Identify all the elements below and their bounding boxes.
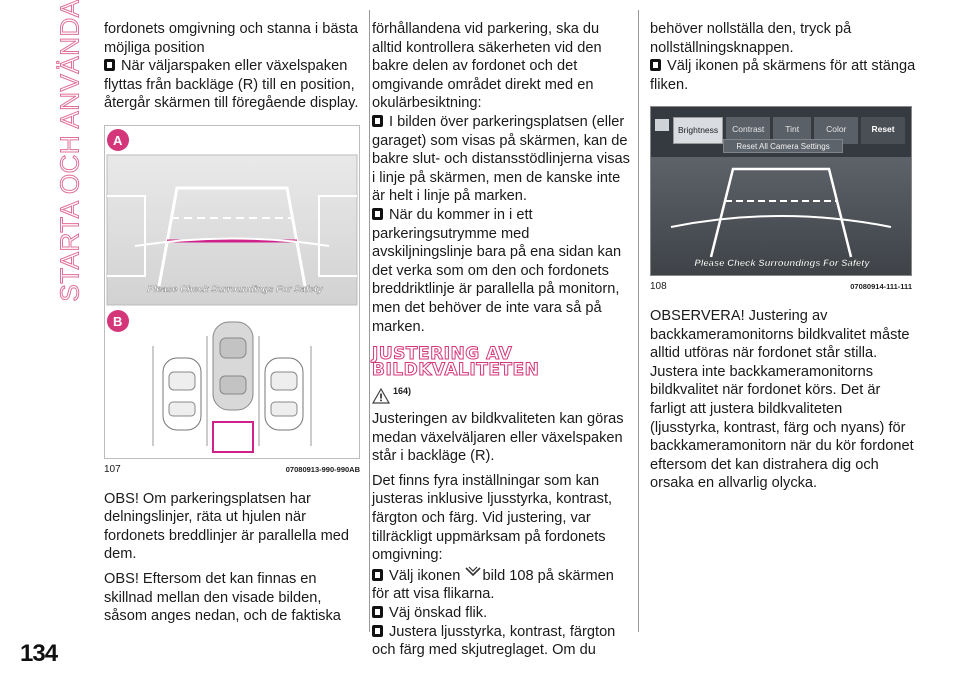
figure-number: 108 <box>650 281 667 293</box>
camera-settings-icon <box>465 566 482 576</box>
figure-label-a: A <box>113 132 123 148</box>
bullet-icon <box>372 624 386 637</box>
tab-reset[interactable]: Reset <box>861 117 905 144</box>
bullet-icon <box>372 207 386 220</box>
paragraph: OBS! Eftersom det kan finnas en skillnad… <box>104 570 341 625</box>
warning-reference: 164) <box>372 382 630 404</box>
warning-paragraph: OBSERVERA! Justering av backkameramonito… <box>650 307 914 492</box>
column-divider <box>369 10 370 632</box>
column-1: fordonets omgivning och stanna i bästa m… <box>104 20 360 626</box>
bullet-item: Väj önskad flik. <box>372 604 630 623</box>
bullet-icon <box>372 568 386 581</box>
tab-brightness[interactable]: Brightness <box>673 117 724 144</box>
paragraph: behöver nollställa den, tryck på nollstä… <box>650 21 852 56</box>
paragraph: Justeringen av bildkvaliteten kan göras … <box>372 411 624 465</box>
paragraph: fordonets omgivning och stanna i bästa m… <box>104 21 358 56</box>
paragraph: förhållandena vid parkering, ska du allt… <box>372 21 602 112</box>
paragraph: OBS! Om parkeringsplatsen har delningsli… <box>104 490 349 563</box>
bullet-item: I bilden över parkeringsplatsen (eller g… <box>372 113 630 205</box>
column-divider <box>638 10 639 632</box>
safety-overlay-text: Please Check Surroundings For Safety <box>694 258 870 270</box>
safety-overlay-text: Please Check Surroundings For Safety <box>147 283 323 295</box>
label-b-badge <box>107 309 129 332</box>
bullet-item: När väljarspaken eller växelspaken flytt… <box>104 58 359 112</box>
column-3: behöver nollställa den, tryck på nollstä… <box>650 20 916 493</box>
figure-caption: 108 07080914-111-111 <box>650 278 912 297</box>
bullet-item: När du kommer in i ett parkeringsutrymme… <box>372 206 622 335</box>
figure-label-b: B <box>113 313 123 329</box>
reset-all-button[interactable]: Reset All Camera Settings <box>723 139 843 154</box>
figure-108: Brightness Contrast Tint Color Reset Res… <box>650 106 912 277</box>
figure-caption: 107 07080913-990-990AB <box>104 461 360 480</box>
bullet-icon <box>104 59 118 72</box>
bullet-item: Välj ikonen på skärmens för att stänga f… <box>650 58 916 93</box>
label-a-badge <box>107 128 129 151</box>
bullet-icon <box>372 606 386 619</box>
parking-camera-illustration <box>106 128 358 453</box>
warning-triangle-icon <box>372 388 390 404</box>
figure-code: 07080914-111-111 <box>850 282 912 292</box>
figure-107: A B Please Check Surroundings For Safety <box>104 124 360 459</box>
back-icon <box>655 119 669 132</box>
bullet-item: Välj ikonen bild 108 på skärmen för att … <box>372 565 630 604</box>
column-2: förhållandena vid parkering, ska du allt… <box>372 20 630 660</box>
section-title: STARTA OCH ANVÄNDA <box>54 0 85 302</box>
page-number: 134 <box>20 640 58 667</box>
figure-number: 107 <box>104 463 121 475</box>
bullet-item: Justera ljusstyrka, kontrast, färgton oc… <box>372 623 616 659</box>
bullet-icon <box>650 59 664 72</box>
warning-ref-number: 164) <box>393 385 412 396</box>
bullet-icon <box>372 114 386 127</box>
section-heading: JUSTERING AV BILDKVALITETEN <box>372 344 540 381</box>
figure-code: 07080913-990-990AB <box>285 464 360 474</box>
paragraph: Det finns fyra inställningar som kan jus… <box>372 472 613 564</box>
